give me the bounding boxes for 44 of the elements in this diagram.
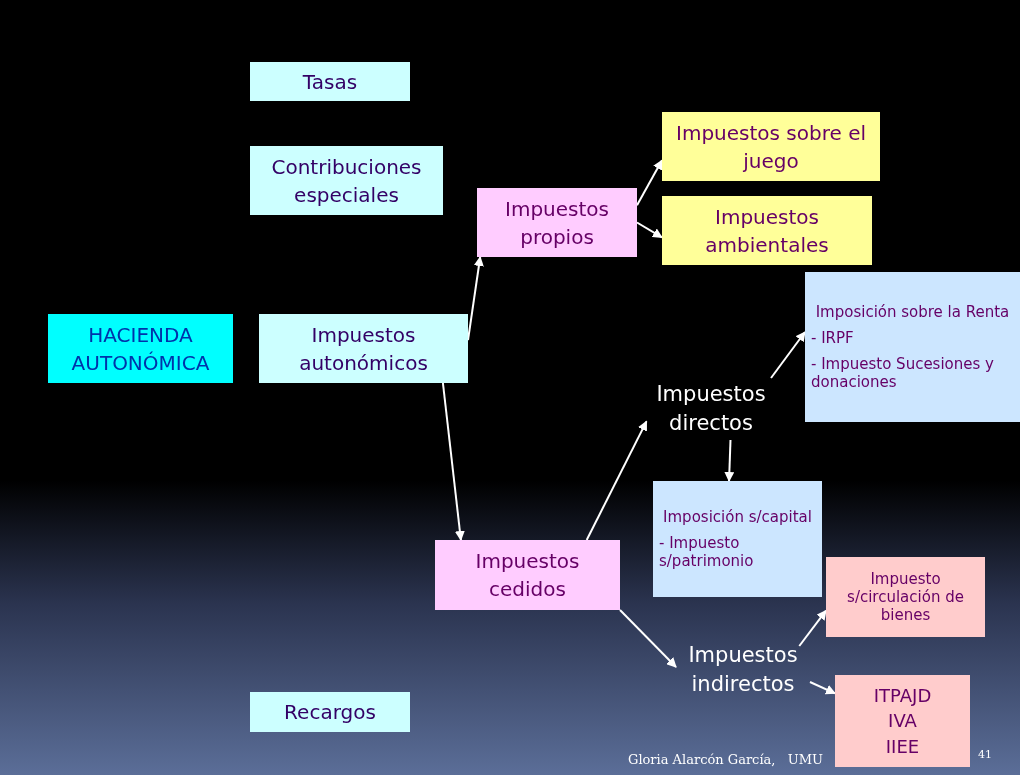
node-text: Contribuciones especiales xyxy=(270,153,423,209)
node-box xyxy=(477,188,637,257)
arrow xyxy=(441,382,465,541)
node-text: Impuestos sobre el juego xyxy=(675,119,867,175)
arrow xyxy=(636,159,663,207)
node-box xyxy=(653,481,822,597)
author-credit: Gloria Alarcón García, UMU xyxy=(628,752,824,767)
node-box xyxy=(435,540,620,610)
node-box xyxy=(250,62,410,101)
node-text: Impuestos cedidos xyxy=(474,548,581,603)
node-text: Impuestos ambientales xyxy=(704,203,830,259)
node-text: IIEE xyxy=(884,734,921,759)
node-box xyxy=(259,314,468,383)
node-box xyxy=(662,196,872,265)
node-text: Impuesto s/circulación de bienes xyxy=(846,570,965,624)
node-text: - Impuesto s/patrimonio xyxy=(659,534,755,570)
arrow xyxy=(619,609,677,668)
node-text: - Impuesto Sucesiones y donaciones xyxy=(811,355,995,391)
node-text: Impuestos directos xyxy=(655,380,767,437)
arrow xyxy=(585,420,648,541)
page-number: 41 xyxy=(978,748,992,761)
node-text: Imposición s/capital xyxy=(662,508,813,526)
node-text: Tasas xyxy=(301,68,359,96)
node-box xyxy=(835,675,970,767)
node-text: Recargos xyxy=(283,699,377,726)
arrow xyxy=(798,609,827,647)
node-box xyxy=(826,557,985,637)
arrow xyxy=(636,221,663,239)
node-box xyxy=(250,146,443,215)
node-text: Impuestos autonómicos xyxy=(298,321,429,377)
node-text: IVA xyxy=(887,709,918,734)
node-box xyxy=(48,314,233,383)
node-box xyxy=(805,272,1020,422)
node-box xyxy=(250,692,410,732)
arrow xyxy=(809,681,836,695)
node-text: - IRPF xyxy=(811,329,855,347)
node-text: ITPAJD xyxy=(872,684,933,709)
node-text: HACIENDA AUTONÓMICA xyxy=(70,321,211,377)
node-box xyxy=(662,112,880,181)
node-text: Impuestos propios xyxy=(504,195,610,251)
node-text: Imposición sobre la Renta xyxy=(814,303,1011,321)
arrow xyxy=(724,439,735,482)
node-text: Impuestos indirectos xyxy=(687,641,799,698)
arrow xyxy=(770,331,806,379)
